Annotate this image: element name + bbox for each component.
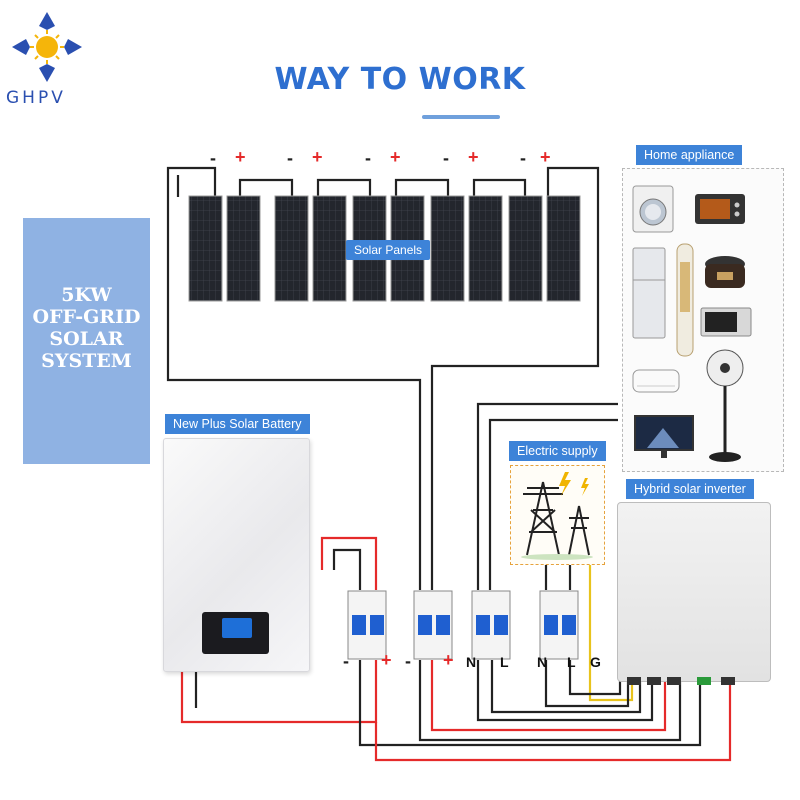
breaker-solar [413,590,453,660]
panel-plus-sign: + [540,147,551,167]
solar-panel [430,195,503,302]
ghpv-logo [12,12,82,82]
panel-minus-sign: - [287,148,293,168]
panel-minus-sign: - [520,148,526,168]
tower-air-conditioner-icon [676,243,694,357]
system-label-line: SYSTEM [41,350,132,372]
toaster-oven-icon [695,194,745,224]
terminal-label: L [567,654,576,670]
terminal-label: N [537,654,548,670]
electric-supply-label: Electric supply [509,441,606,461]
electric-fan-icon [706,349,744,462]
microwave-icon [700,307,752,337]
refrigerator-icon [632,247,666,339]
terminal-label: + [443,650,454,670]
panel-minus-sign: - [443,148,449,168]
system-label-line: 5KW [61,284,112,306]
inverter-terminals [627,677,735,685]
hybrid-inverter [617,502,771,682]
brand-name: GHPV [6,88,66,108]
breaker-battery [347,590,387,660]
appliance-icons [632,185,752,462]
terminal-label: L [500,654,509,670]
panel-plus-sign: + [390,147,401,167]
breaker-grid [539,590,579,660]
system-label-line: OFF-GRID [32,306,141,328]
solar-panel [188,195,261,302]
battery-label: New Plus Solar Battery [165,414,310,434]
terminal-label: + [381,650,392,670]
system-label: 5KW OFF-GRID SOLAR SYSTEM [23,284,150,372]
solar-panel [508,195,581,302]
title-underline [422,115,500,119]
home-appliance-label: Home appliance [636,145,743,165]
air-conditioner-icon [632,369,680,393]
terminal-label: - [405,651,411,671]
rice-cooker-icon [705,256,745,288]
breaker-load [471,590,511,660]
power-tower-icon [521,472,593,560]
washing-machine-icon [632,185,674,233]
solar-panels-label: Solar Panels [346,240,431,260]
terminal-label: N [466,654,477,670]
panel-plus-sign: + [312,147,323,167]
television-icon [634,415,694,458]
panel-minus-sign: - [210,148,216,168]
terminal-label: G [590,654,601,670]
panel-minus-sign: - [365,148,371,168]
inverter-label: Hybrid solar inverter [626,479,754,499]
terminal-label: - [343,651,349,671]
system-label-line: SOLAR [49,328,124,350]
page-title: WAY TO WORK [274,62,526,97]
battery-display [202,612,269,654]
circuit-breakers [347,590,579,660]
panel-plus-sign: + [235,147,246,167]
solar-panel [274,195,347,302]
panel-plus-sign: + [468,147,479,167]
system-label-box [23,218,150,464]
